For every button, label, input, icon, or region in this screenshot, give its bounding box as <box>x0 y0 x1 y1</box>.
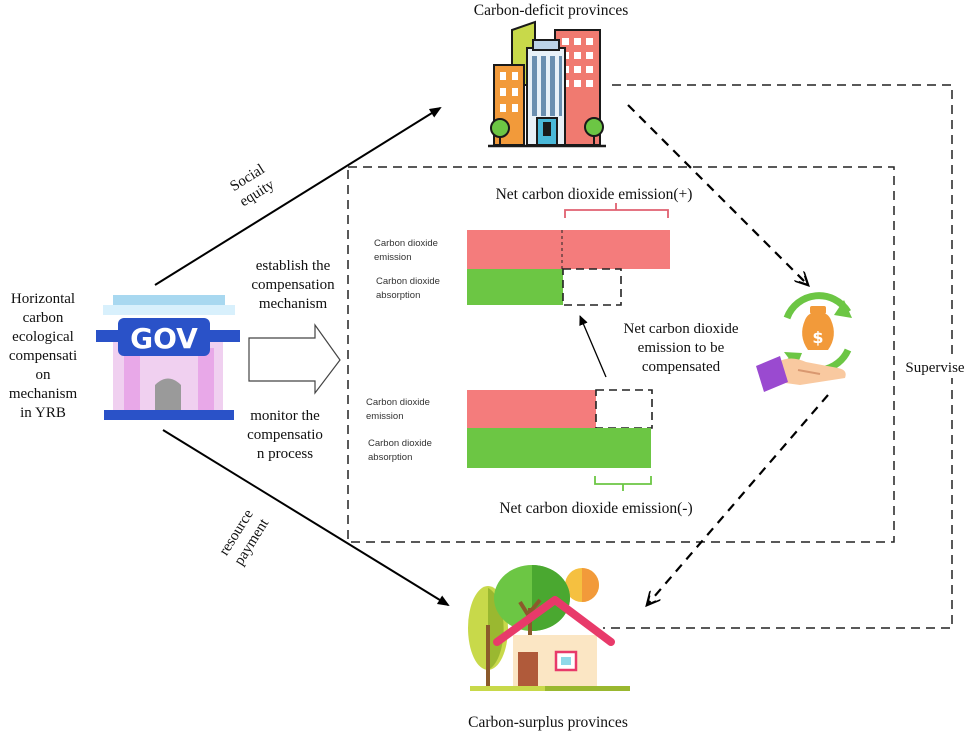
carbon-surplus-title: Carbon-surplus provinces <box>468 714 628 731</box>
svg-text:Carbon dioxide: Carbon dioxide <box>374 238 438 249</box>
money-hand-icon: $ <box>756 292 852 392</box>
top-absorption-bar <box>467 269 563 305</box>
svg-text:Net carbon dioxide: Net carbon dioxide <box>624 321 739 337</box>
bottom-emission-bar <box>467 390 596 428</box>
net-plus-bracket <box>564 203 669 218</box>
top-deficit-gap <box>562 268 622 306</box>
svg-text:absorption: absorption <box>376 290 420 301</box>
mechanism-line: in YRB <box>20 405 66 421</box>
to-compensate-arrow <box>579 315 607 378</box>
svg-text:emission: emission <box>374 252 412 263</box>
arrow-to-deficit <box>154 106 442 286</box>
government-building-icon: GOV <box>96 295 240 420</box>
mechanism-line: on <box>36 367 52 383</box>
mechanism-line: carbon <box>23 310 64 326</box>
arrow-to-surplus <box>162 429 450 607</box>
mechanism-line: Horizontal <box>11 291 75 307</box>
svg-text:Carbon dioxide: Carbon dioxide <box>366 397 430 408</box>
net-minus-bracket <box>594 476 652 491</box>
house-trees-icon <box>468 565 630 691</box>
dashed-arrow-to-surplus <box>647 394 829 605</box>
hollow-arrow <box>248 323 341 395</box>
monitor-label: monitor the compensatio n process <box>247 408 323 462</box>
to-compensate-label: Net carbon dioxide emission to be compen… <box>624 321 739 375</box>
svg-text:compensatio: compensatio <box>247 427 323 443</box>
establish-label: establish the compensation mechanism <box>251 258 335 312</box>
svg-text:mechanism: mechanism <box>259 296 328 312</box>
svg-text:Carbon dioxide: Carbon dioxide <box>368 438 432 449</box>
bottom-absorption-bar <box>467 428 651 468</box>
svg-text:absorption: absorption <box>368 452 412 463</box>
net-emission-plus-label: Net carbon dioxide emission(+) <box>496 186 693 203</box>
net-emission-minus-label: Net carbon dioxide emission(-) <box>499 500 692 517</box>
mechanism-title: Horizontal carbon ecological compensati … <box>9 291 78 421</box>
svg-text:emission to be: emission to be <box>638 340 725 356</box>
mechanism-line: compensati <box>9 348 77 364</box>
carbon-deficit-title: Carbon-deficit provinces <box>474 2 629 19</box>
top-emission-bar <box>467 230 670 269</box>
svg-text:establish the: establish the <box>256 258 331 274</box>
bottom-bar-labels: Carbon dioxide emission Carbon dioxide a… <box>366 397 432 463</box>
top-bar-labels: Carbon dioxide emission Carbon dioxide a… <box>374 238 440 301</box>
bottom-emission-gap <box>595 389 653 429</box>
supervise-loop <box>603 84 953 629</box>
svg-text:n process: n process <box>257 446 313 462</box>
svg-text:monitor the: monitor the <box>250 408 320 424</box>
svg-text:emission: emission <box>366 411 404 422</box>
resource-payment-label: resource payment <box>216 507 272 569</box>
dashed-arrow-to-compensation <box>627 104 808 285</box>
city-buildings-icon <box>488 20 606 148</box>
mechanism-line: ecological <box>12 329 74 345</box>
social-equity-label: Social equity <box>227 161 277 210</box>
svg-text:compensated: compensated <box>642 359 721 375</box>
supervise-label: Supervise <box>905 360 965 376</box>
gov-label: GOV <box>130 322 198 355</box>
svg-text:compensation: compensation <box>251 277 335 293</box>
svg-text:Carbon dioxide: Carbon dioxide <box>376 276 440 287</box>
svg-text:$: $ <box>812 328 823 347</box>
compensation-panel <box>347 166 895 543</box>
mechanism-line: mechanism <box>9 386 78 402</box>
